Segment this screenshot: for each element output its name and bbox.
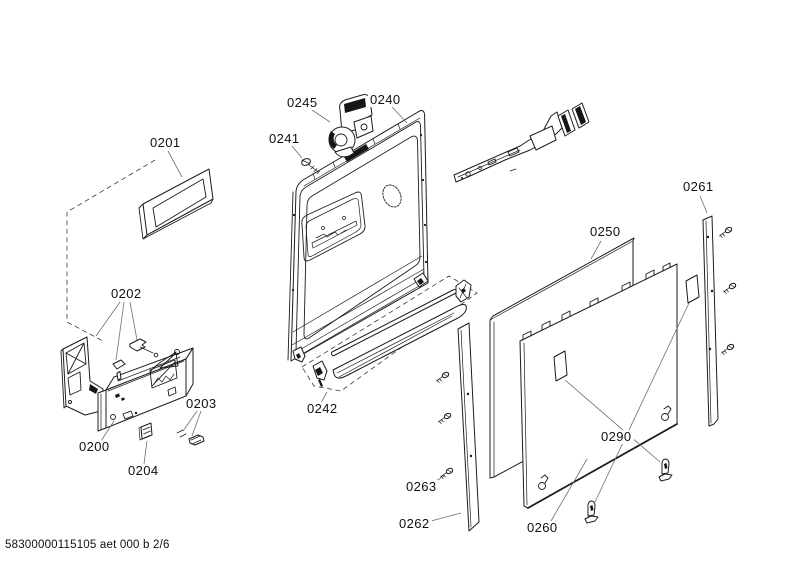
- trim-strip-0262: [457, 322, 480, 532]
- part-label-0241: 0241: [267, 131, 302, 146]
- part-label-0260: 0260: [525, 520, 560, 535]
- sticker-pad: [685, 274, 700, 304]
- handle-trim-0201: [138, 168, 214, 240]
- part-label-0200: 0200: [77, 439, 112, 454]
- part-label-0261: 0261: [681, 179, 716, 194]
- part-label-0201: 0201: [148, 135, 183, 150]
- part-label-0202: 0202: [109, 286, 144, 301]
- sticker-pad: [553, 350, 568, 382]
- screws-0261: [719, 225, 738, 356]
- vent-hole: [382, 184, 402, 208]
- part-label-0290: 0290: [599, 429, 634, 444]
- keyhole-cutout: [661, 405, 672, 421]
- spacer-plate-0204: [138, 422, 153, 441]
- dispenser-recess: [301, 191, 366, 262]
- keyhole-cutout: [538, 474, 549, 490]
- part-label-0240: 0240: [368, 92, 403, 107]
- hinge-bracket: [453, 102, 590, 183]
- phantom-door-outline: [66, 159, 156, 342]
- part-label-0203: 0203: [184, 396, 219, 411]
- leader-lines: [95, 106, 708, 522]
- trim-strip-0261: [702, 215, 719, 427]
- part-label-0263: 0263: [404, 479, 439, 494]
- inner-door-panel-0240: [287, 110, 429, 363]
- door-latch-0245: [328, 94, 374, 158]
- part-label-0204: 0204: [126, 463, 161, 478]
- bottom-trim-0242: [301, 275, 478, 392]
- part-label-0245: 0245: [285, 95, 320, 110]
- outer-door-panel-0260: [519, 262, 678, 509]
- document-code: 58300000115105 aet 000 b 2/6: [5, 539, 170, 551]
- screw-0241: [301, 158, 320, 174]
- screws-0263: [436, 370, 455, 480]
- lock-fastener-set-0202: [112, 338, 159, 381]
- part-label-0242: 0242: [305, 401, 340, 416]
- door-lock-0200: [97, 347, 194, 432]
- part-label-0250: 0250: [588, 224, 623, 239]
- lock-fastener-set-0203: [176, 429, 205, 446]
- lock-mounting-bracket: [60, 336, 104, 416]
- part-label-0262: 0262: [397, 516, 432, 531]
